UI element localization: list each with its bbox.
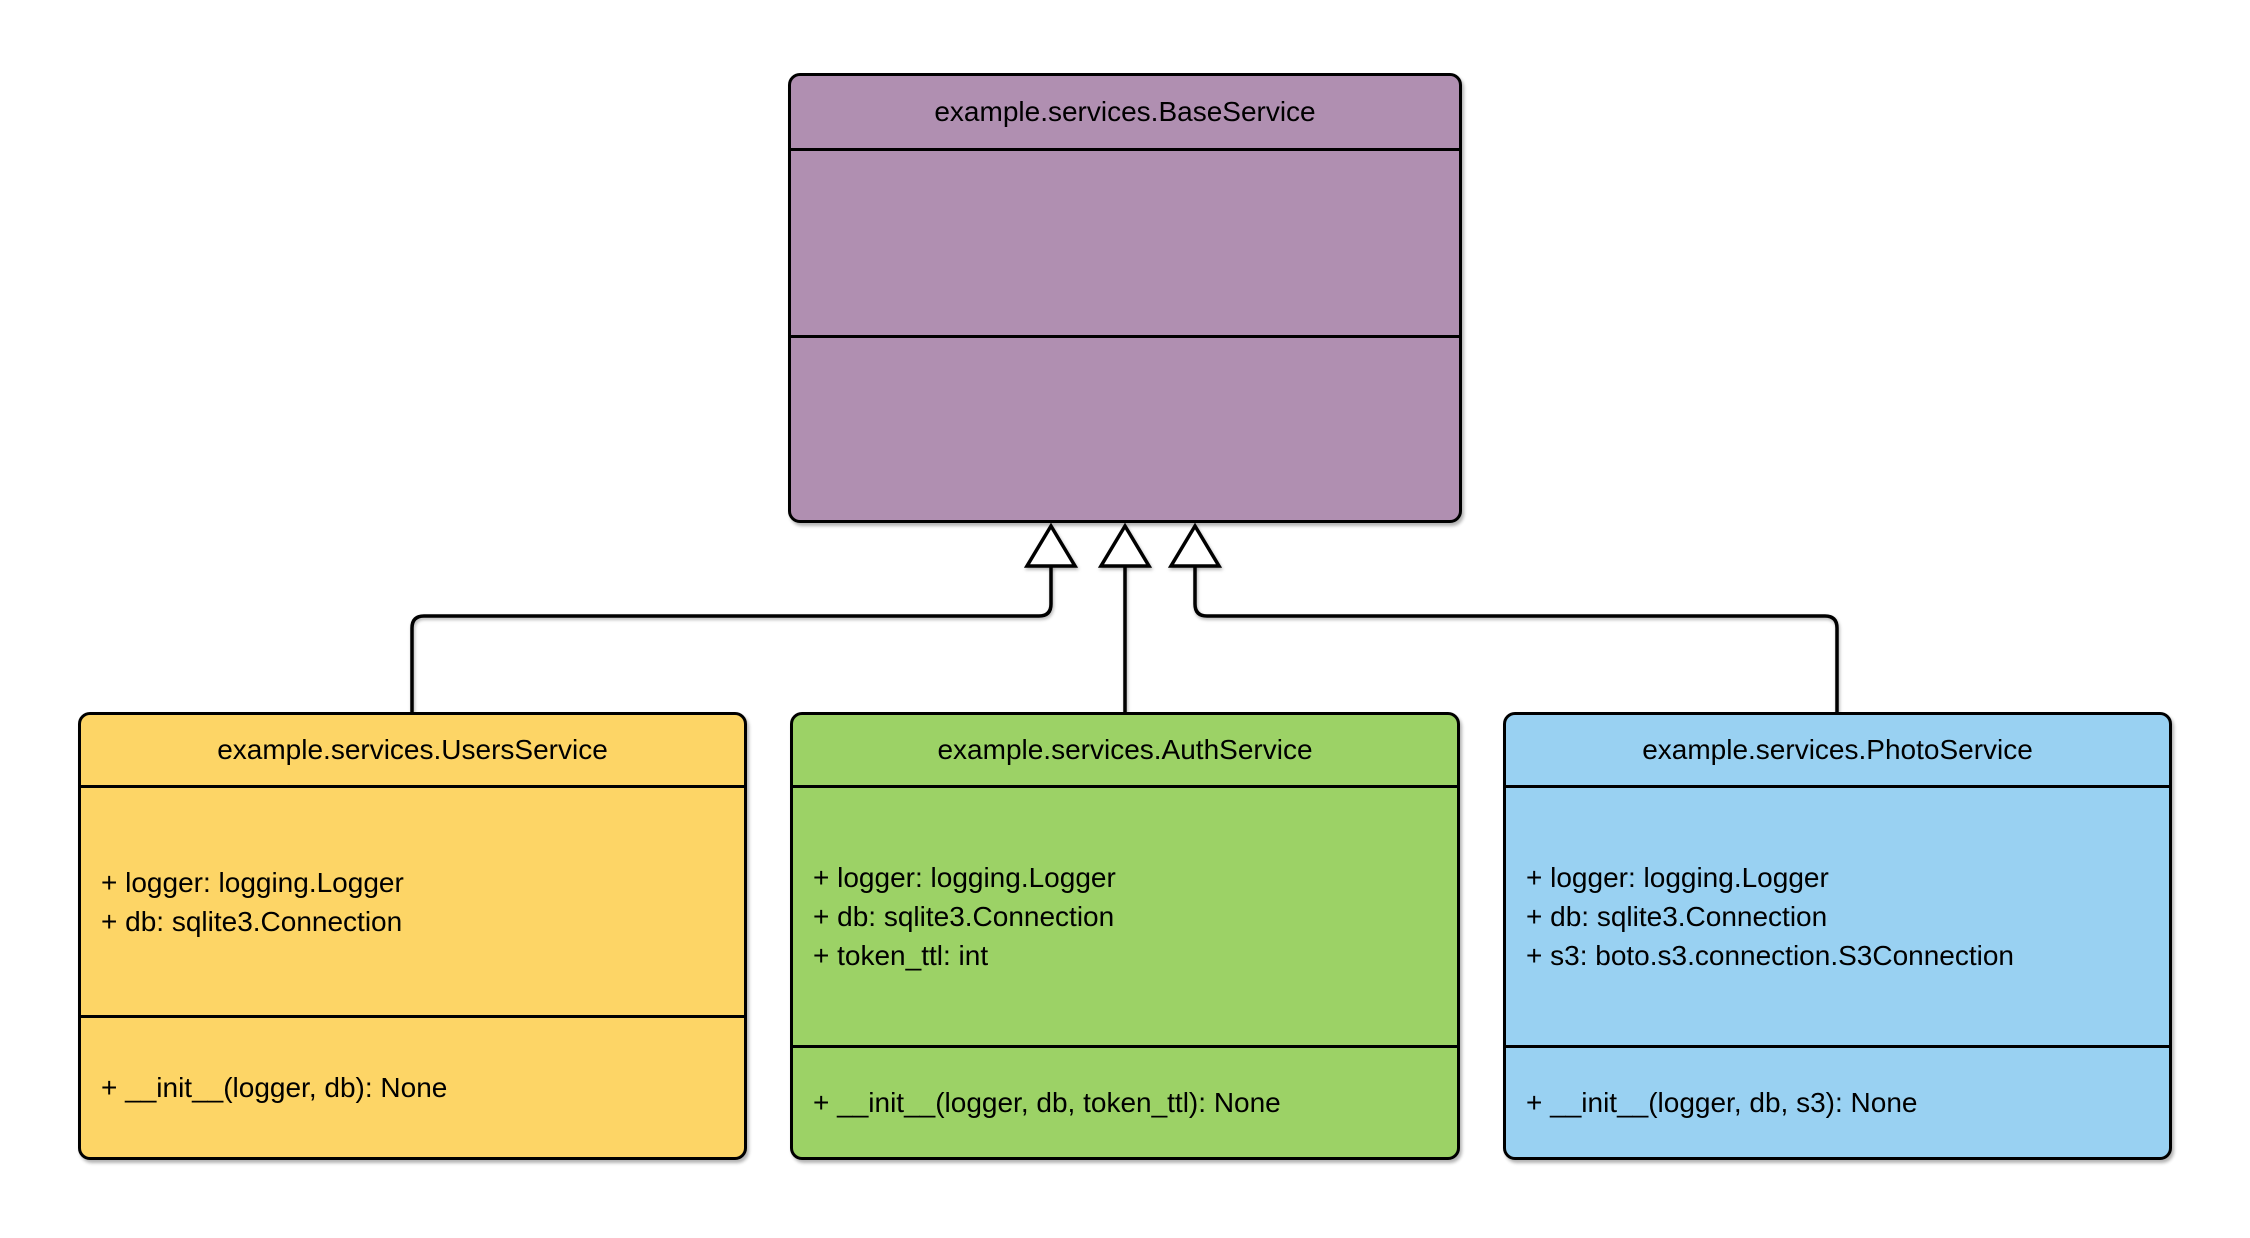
method-line: + __init__(logger, db, s3): None [1526,1087,1918,1118]
attribute-line: + logger: logging.Logger [813,862,1116,893]
attribute-line: + logger: logging.Logger [101,866,404,898]
class-title: example.services.AuthService [793,715,1457,785]
attribute-line: + db: sqlite3.Connection [101,905,403,937]
attributes-section: + logger: logging.Logger + db: sqlite3.C… [1506,785,2169,1045]
class-title-text: example.services.UsersService [217,734,608,765]
class-box-photo-service: example.services.PhotoService + logger: … [1503,712,2172,1160]
class-title-text: example.services.PhotoService [1642,734,2033,765]
class-title-text: example.services.BaseService [934,96,1316,127]
methods-section: + __init__(logger, db, s3): None [1506,1045,2169,1157]
methods-section: + __init__(logger, db, token_ttl): None [793,1045,1457,1157]
inheritance-triangle-icon [1023,522,1079,568]
inheritance-arrow-users-to-base [410,522,1079,712]
inheritance-triangle-icon [1167,522,1223,568]
methods-section [791,335,1459,520]
attributes-section: + logger: logging.Logger + db: sqlite3.C… [793,785,1457,1045]
class-title: example.services.BaseService [791,76,1459,148]
class-title-text: example.services.AuthService [937,734,1313,765]
attributes-section [791,148,1459,335]
method-line: + __init__(logger, db): None [101,1072,448,1103]
attribute-line: + logger: logging.Logger [1526,862,1829,893]
attribute-line: + s3: boto.s3.connection.S3Connection [1526,940,2015,971]
class-title: example.services.UsersService [81,715,744,785]
attribute-line: + db: sqlite3.Connection [1526,901,1828,932]
class-box-base-service: example.services.BaseService [788,73,1462,523]
attributes-section: + logger: logging.Logger + db: sqlite3.C… [81,785,744,1015]
class-title: example.services.PhotoService [1506,715,2169,785]
class-box-auth-service: example.services.AuthService + logger: l… [790,712,1460,1160]
inheritance-triangle-icon [1097,522,1153,568]
method-line: + __init__(logger, db, token_ttl): None [813,1087,1281,1118]
attribute-line: + db: sqlite3.Connection [813,901,1115,932]
methods-section: + __init__(logger, db): None [81,1015,744,1157]
attribute-line: + token_ttl: int [813,940,989,971]
inheritance-arrow-auth-to-base [1097,522,1153,712]
class-box-users-service: example.services.UsersService + logger: … [78,712,747,1160]
inheritance-arrow-photo-to-base [1167,522,1839,712]
